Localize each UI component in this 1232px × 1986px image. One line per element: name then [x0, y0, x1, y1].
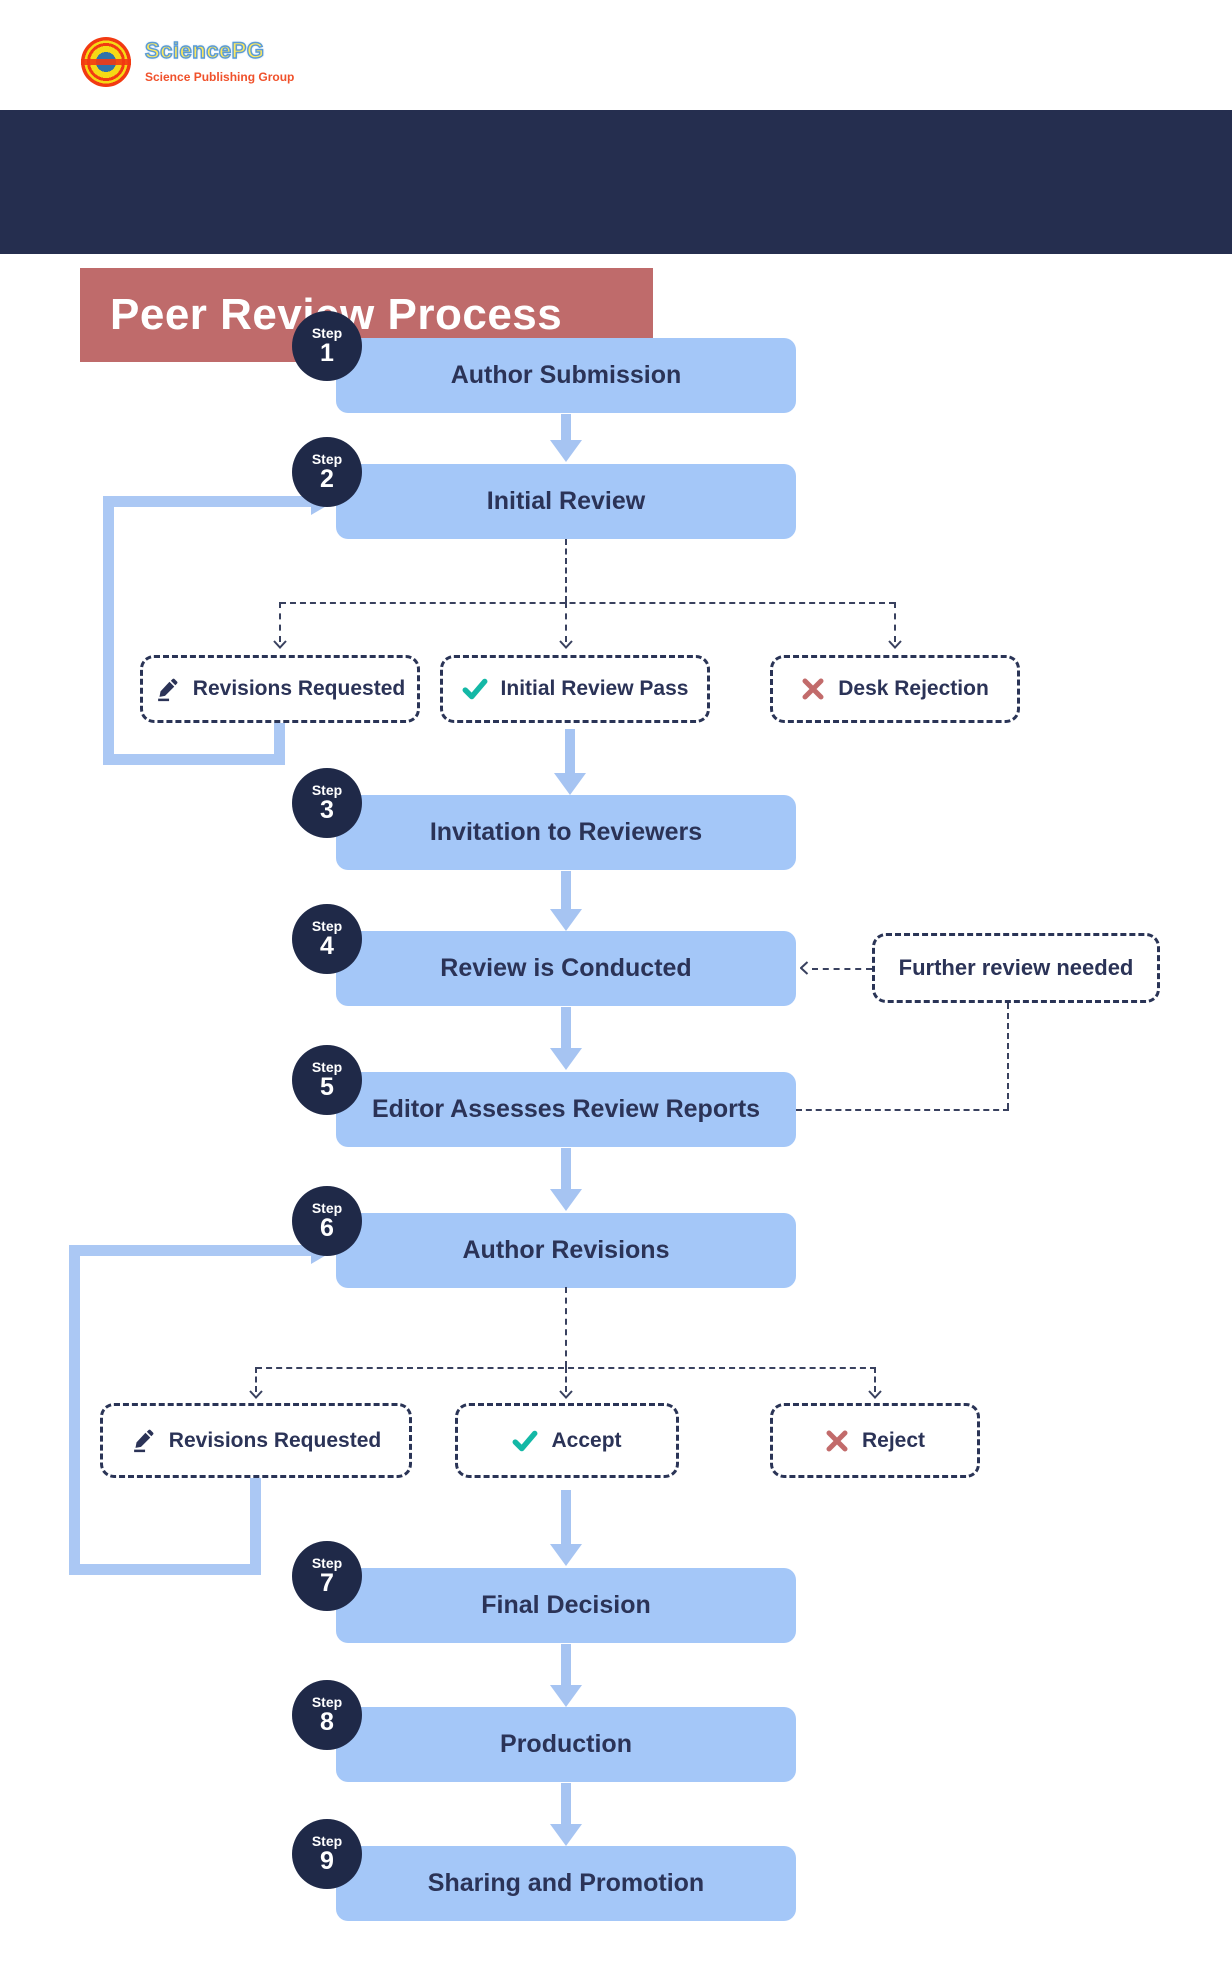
- check-icon: [462, 676, 488, 702]
- outcome-label: Revisions Requested: [192, 677, 406, 700]
- note-further-review-needed: Further review needed: [872, 933, 1160, 1003]
- step-box-final-decision: Final Decision: [336, 1568, 796, 1643]
- step-box-sharing-promotion: Sharing and Promotion: [336, 1846, 796, 1921]
- arrow-accept-7: [561, 1490, 571, 1546]
- outcome-label: Reject: [861, 1428, 926, 1452]
- cross-icon: [825, 1429, 849, 1453]
- connector-branch2-mid-drop: [565, 1367, 567, 1392]
- loop1-down-segment: [274, 723, 285, 765]
- outcome-initial-review-pass: Initial Review Pass: [440, 655, 710, 723]
- chevron-down-icon: [888, 640, 902, 649]
- step-box-editor-assesses: Editor Assesses Review Reports: [336, 1072, 796, 1147]
- step-box-review-is-conducted: Review is Conducted: [336, 931, 796, 1006]
- chevron-down-icon: [868, 1390, 882, 1399]
- arrowhead-8-9: [550, 1824, 582, 1846]
- connector-author-revisions-down: [565, 1287, 567, 1367]
- note-label: Further review needed: [898, 955, 1134, 980]
- arrow-1-2: [561, 414, 571, 442]
- connector-branch1-mid-drop: [565, 602, 567, 642]
- outcome-revisions-requested-1: Revisions Requested: [140, 655, 420, 723]
- connector-initial-review-down: [565, 539, 567, 602]
- arrow-7-8: [561, 1644, 571, 1687]
- loop2-down-segment: [250, 1478, 261, 1575]
- chevron-down-icon: [559, 640, 573, 649]
- step-box-initial-review: Initial Review: [336, 464, 796, 539]
- connector-branch1-left-drop: [279, 602, 281, 642]
- connector-editor-to-note: [796, 1109, 1009, 1111]
- outcome-label: Initial Review Pass: [500, 677, 689, 700]
- arrow-3-4: [561, 871, 571, 911]
- arrowhead-7-8: [550, 1685, 582, 1707]
- arrow-pass-3: [565, 729, 575, 775]
- step-box-author-revisions: Author Revisions: [336, 1213, 796, 1288]
- pencil-icon: [155, 677, 180, 702]
- step-box-author-submission: Author Submission: [336, 338, 796, 413]
- logo-wordmark: SciencePG: [144, 37, 265, 63]
- chevron-down-icon: [559, 1390, 573, 1399]
- outcome-label: Revisions Requested: [168, 1428, 382, 1452]
- outcome-desk-rejection: Desk Rejection: [770, 655, 1020, 723]
- chevron-left-icon: [800, 961, 809, 975]
- connector-branch2-left-drop: [255, 1367, 257, 1392]
- cross-icon: [801, 677, 825, 701]
- loop2-into-segment: [69, 1245, 312, 1256]
- outcome-accept: Accept: [455, 1403, 679, 1478]
- outcome-reject: Reject: [770, 1403, 980, 1478]
- loop2-up-segment: [69, 1245, 80, 1575]
- arrowhead-1-2: [550, 440, 582, 462]
- connector-branch2-right-drop: [874, 1367, 876, 1392]
- arrowhead-5-6: [550, 1189, 582, 1211]
- chevron-down-icon: [273, 640, 287, 649]
- check-icon: [512, 1428, 538, 1454]
- header: SciencePG Science Publishing Group: [0, 0, 1232, 110]
- arrowhead-3-4: [550, 909, 582, 931]
- loop1-into-segment: [103, 496, 312, 507]
- step-box-invitation-to-reviewers: Invitation to Reviewers: [336, 795, 796, 870]
- arrowhead-accept-7: [550, 1544, 582, 1566]
- step-box-production: Production: [336, 1707, 796, 1782]
- arrowhead-4-5: [550, 1048, 582, 1070]
- pencil-icon: [131, 1428, 156, 1453]
- logo-tagline: Science Publishing Group: [145, 70, 295, 84]
- chevron-down-icon: [249, 1390, 263, 1399]
- outcome-label: Accept: [551, 1428, 622, 1452]
- connector-branch1-right-drop: [894, 602, 896, 642]
- arrow-4-5: [561, 1007, 571, 1050]
- logo-stripe: [81, 59, 131, 65]
- connector-note-to-review: [812, 968, 872, 970]
- connector-note-down: [1007, 1003, 1009, 1109]
- arrow-5-6: [561, 1148, 571, 1191]
- arrowhead-pass-3: [554, 773, 586, 795]
- loop2-bottom-segment: [69, 1564, 261, 1575]
- title-band: Peer Review Process: [0, 110, 1232, 362]
- loop1-up-segment: [103, 496, 114, 765]
- outcome-revisions-requested-2: Revisions Requested: [100, 1403, 412, 1478]
- connector-branch1-horizontal: [280, 602, 895, 604]
- outcome-label: Desk Rejection: [838, 677, 989, 700]
- arrow-8-9: [561, 1783, 571, 1826]
- loop1-bottom-segment: [103, 754, 285, 765]
